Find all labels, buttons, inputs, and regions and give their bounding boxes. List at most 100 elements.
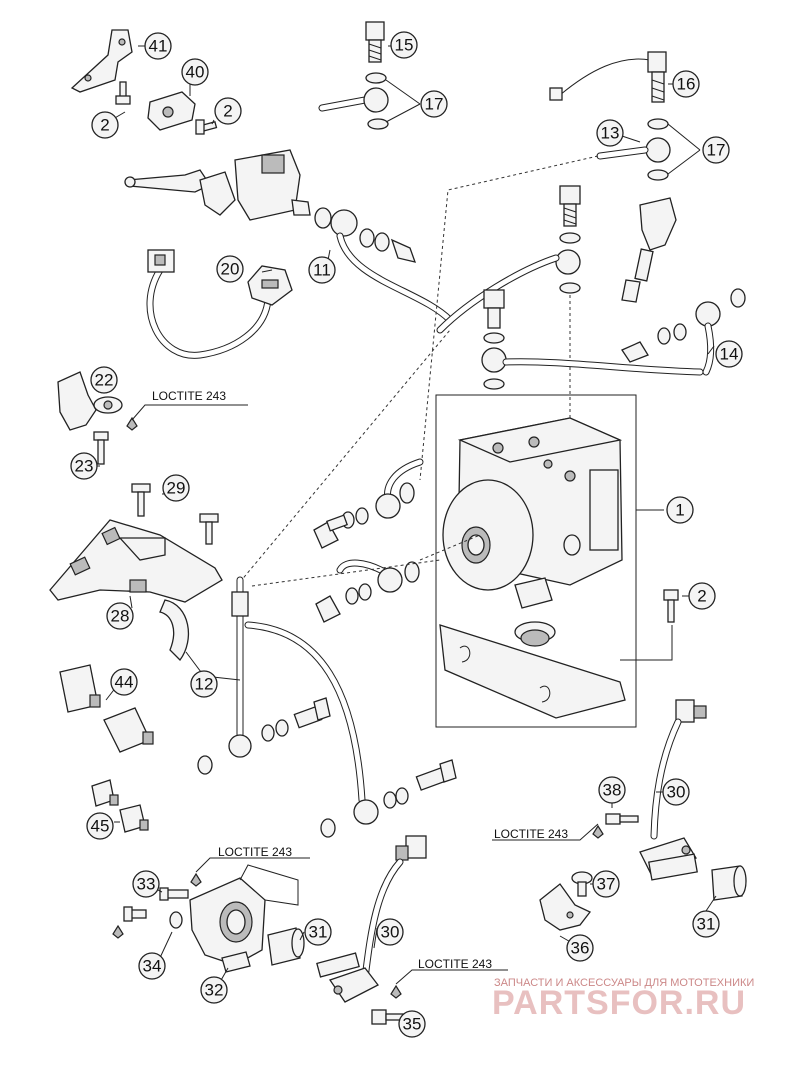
- callout-2a-number: 2: [100, 116, 109, 135]
- callout-17b-number: 17: [707, 141, 726, 160]
- banjo-bolt-15: [365, 21, 385, 63]
- brake-line-12: [197, 576, 366, 804]
- callout-40: 40: [181, 58, 209, 86]
- callout-15: 15: [390, 31, 418, 59]
- loctite-drop-b: [190, 872, 202, 887]
- callout-17-b: 17: [702, 136, 730, 164]
- callout-16: 16: [672, 70, 700, 98]
- callout-35: 35: [398, 1010, 426, 1038]
- callout-31b-number: 31: [697, 915, 716, 934]
- callout-23-number: 23: [75, 457, 94, 476]
- banjo-bolt-left: [481, 289, 507, 390]
- callout-38: 38: [598, 776, 626, 804]
- loctite-drop-a: [126, 416, 138, 431]
- callout-31-rear: 31: [692, 910, 720, 938]
- callout-22: 22: [90, 366, 118, 394]
- caliper-bracket-32: [189, 864, 299, 973]
- clip-44-a: [59, 664, 101, 713]
- pressure-switch-16: [549, 51, 667, 103]
- watermark-tagline: ЗАПЧАСТИ И АКСЕССУАРЫ ДЛЯ МОТОТЕХНИКИ: [494, 977, 754, 989]
- brake-line-12-lower-banjo: [320, 759, 457, 838]
- callout-37-number: 37: [597, 875, 616, 894]
- leader-lines: [96, 45, 717, 1023]
- sensor-cable-20: [146, 249, 293, 359]
- loctite-drop-d: [390, 984, 402, 999]
- holder-36: [539, 883, 592, 931]
- callout-29-number: 29: [167, 479, 186, 498]
- rear-master-cylinder: [621, 197, 677, 303]
- callout-30b-number: 30: [381, 923, 400, 942]
- screw-37: [571, 871, 593, 897]
- callout-1: 1: [666, 496, 694, 524]
- callout-20: 20: [216, 255, 244, 283]
- callout-16-number: 16: [677, 75, 696, 94]
- callout-31-front: 31: [304, 918, 332, 946]
- screw-35: [371, 1009, 407, 1025]
- banjo-13-rear: [596, 118, 671, 181]
- callout-2-c: 2: [688, 582, 716, 610]
- loctite-drop-e: [592, 824, 604, 839]
- callout-30a-number: 30: [667, 783, 686, 802]
- banjo-11-fitting: [314, 207, 417, 263]
- callout-32-number: 32: [205, 981, 224, 1000]
- callout-40-number: 40: [186, 63, 205, 82]
- callout-45: 45: [86, 812, 114, 840]
- front-wheel-sensor-30: [316, 835, 427, 1003]
- screw-2-clamp: [195, 119, 218, 135]
- callout-31a-number: 31: [309, 923, 328, 942]
- callout-33-number: 33: [137, 875, 156, 894]
- callout-45-number: 45: [91, 817, 110, 836]
- abs-hydraulic-unit: [442, 417, 623, 609]
- callout-2b-number: 2: [223, 102, 232, 121]
- clip-45-b: [119, 804, 149, 833]
- sensor-bracket-22: [57, 371, 123, 431]
- sensor-ring-31-rear: [711, 865, 747, 901]
- callout-2-a: 2: [91, 111, 119, 139]
- callout-36-number: 36: [571, 939, 590, 958]
- abs-unit-frame: [435, 394, 637, 728]
- callout-11: 11: [308, 256, 336, 284]
- callout-38-number: 38: [603, 781, 622, 800]
- loctite-label-d: LOCTITE 243: [494, 827, 568, 841]
- screw-2-right: [663, 589, 679, 623]
- callout-2-b: 2: [214, 97, 242, 125]
- callout-22-number: 22: [95, 371, 114, 390]
- callout-30-rear: 30: [662, 778, 690, 806]
- callout-44: 44: [110, 668, 138, 696]
- rear-wheel-sensor-30: [639, 699, 707, 881]
- callout-44-number: 44: [115, 673, 134, 692]
- callout-13: 13: [596, 119, 624, 147]
- watermark-brand: PARTSFOR.RU: [492, 984, 746, 1022]
- screw-34: [123, 906, 147, 922]
- callout-15-number: 15: [395, 36, 414, 55]
- clip-44-b: [103, 707, 154, 753]
- screw-38: [605, 813, 639, 825]
- screw-29-b: [199, 513, 219, 545]
- screw-23: [93, 431, 109, 465]
- callout-14: 14: [715, 340, 743, 368]
- callout-1-number: 1: [675, 501, 684, 520]
- sensor-ring-31-front: [267, 927, 305, 966]
- abs-port-lower: [315, 559, 420, 623]
- screw-29-a: [131, 483, 151, 517]
- banjo-14-right: [621, 288, 746, 376]
- callout-36: 36: [566, 934, 594, 962]
- callout-12-number: 12: [195, 675, 214, 694]
- callout-37: 37: [592, 870, 620, 898]
- callout-28-number: 28: [111, 607, 130, 626]
- loctite-label-b: LOCTITE 243: [218, 845, 292, 859]
- callout-41-number: 41: [149, 37, 168, 56]
- screw-33: [159, 887, 189, 901]
- callout-34: 34: [138, 952, 166, 980]
- callout-12: 12: [190, 670, 218, 698]
- screw-2-top: [115, 81, 131, 105]
- callout-23: 23: [70, 452, 98, 480]
- callout-17-a: 17: [420, 90, 448, 118]
- callout-20-number: 20: [221, 260, 240, 279]
- callout-17a-number: 17: [425, 95, 444, 114]
- banjo-17-top: [318, 72, 389, 130]
- abs-port-upper: [313, 458, 424, 549]
- callout-11-number: 11: [313, 261, 331, 280]
- callout-34-number: 34: [143, 957, 162, 976]
- banjo-bolt-center: [555, 185, 581, 294]
